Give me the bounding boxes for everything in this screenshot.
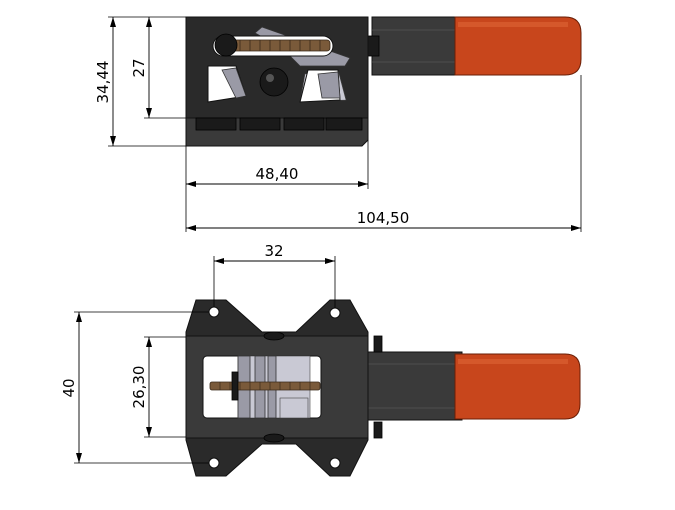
dim-overall-length: 104,50: [357, 209, 410, 227]
mount-hole-tr: [329, 307, 341, 319]
mount-hole-br: [329, 457, 341, 469]
plan-threaded-rod: [209, 381, 321, 391]
dim-body-length: 48,40: [256, 165, 299, 183]
plan-view-dimensions: 32 40 26,30: [60, 242, 336, 464]
handle-grip: [454, 16, 582, 76]
plan-handle-grip: [454, 353, 581, 420]
mount-hole-bl: [208, 457, 220, 469]
handle-collar: [366, 35, 380, 57]
dim-overall-height: 34,44: [94, 61, 112, 104]
pivot-knob: [259, 67, 289, 97]
plan-handle-tube: [365, 351, 463, 421]
handle-tube: [371, 16, 463, 76]
dim-hole-spacing: 32: [264, 242, 283, 260]
dim-plan-inner-height: 26,30: [130, 366, 148, 409]
dim-inner-height: 27: [130, 58, 148, 77]
mount-hole-tl: [208, 306, 220, 318]
side-view-dimensions: 34,44 27 48,40 104,50: [94, 16, 582, 232]
side-view: [185, 16, 582, 147]
plan-view: [185, 299, 581, 477]
dim-plan-height: 40: [60, 378, 78, 397]
